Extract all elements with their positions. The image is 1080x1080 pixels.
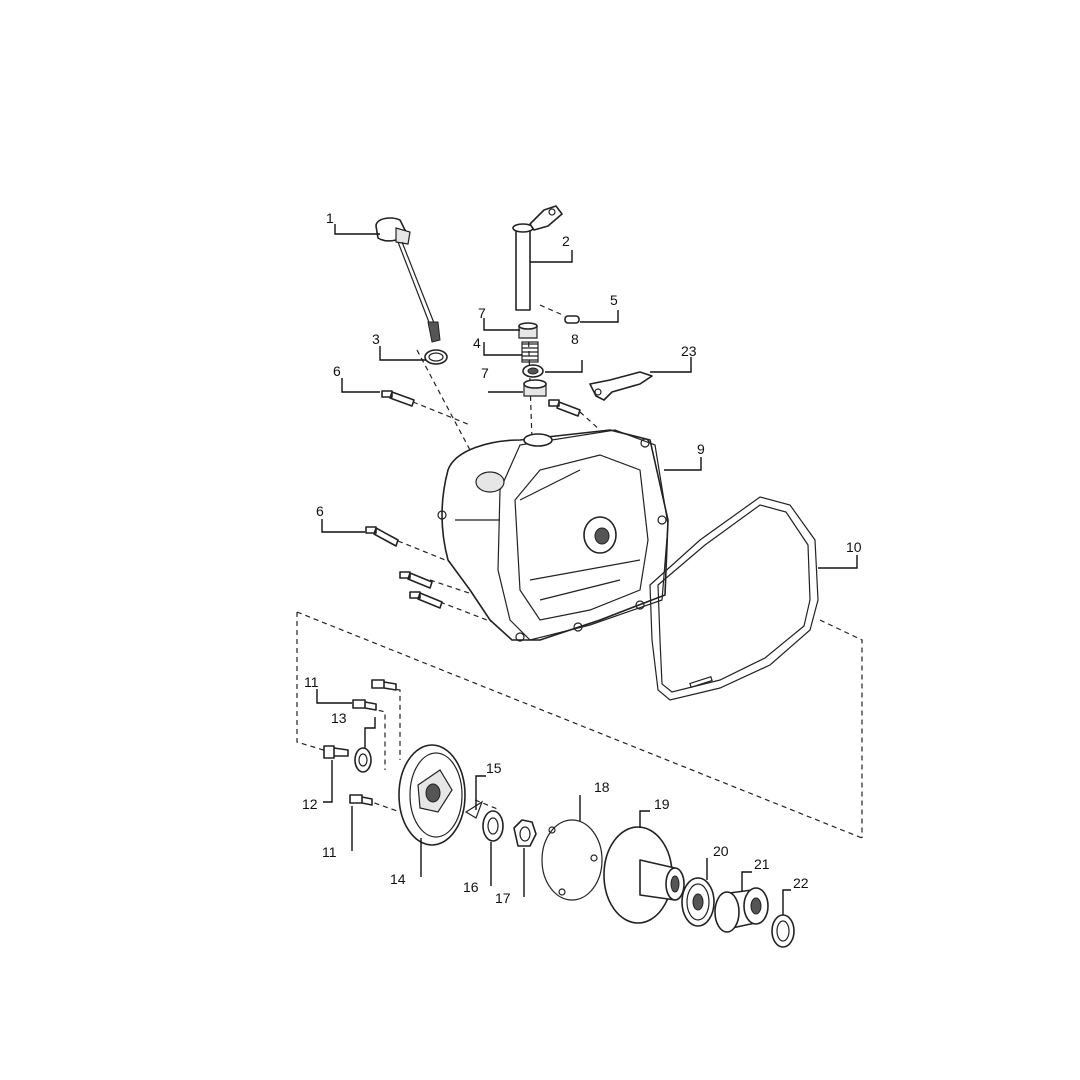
callout-17: 17 [495,890,511,906]
callout-5: 5 [610,292,618,308]
pin [564,315,580,324]
callout-22: 22 [793,875,809,891]
callout-1: 1 [326,210,334,226]
nut-17 [513,819,537,847]
dipstick-cap [375,217,441,343]
clip [464,800,484,819]
washer-16 [482,810,504,842]
flange-housing [603,826,685,924]
callout-23: 23 [681,343,697,359]
callout-13: 13 [331,710,347,726]
washer-13 [354,747,372,773]
gasket-ring [541,819,603,901]
callout-8: 8 [571,331,579,347]
callout-6: 6 [333,363,341,379]
callout-20: 20 [713,843,729,859]
callout-18: 18 [594,779,610,795]
callout-4: 4 [473,335,481,351]
callout-16: 16 [463,879,479,895]
callout-19: 19 [654,796,670,812]
leader-lines [316,224,858,915]
pump-plate [398,744,466,846]
callout-11: 11 [304,674,319,690]
return-spring [521,341,539,363]
oil-seal [522,364,544,378]
callout-7: 7 [478,305,486,321]
callout-6: 6 [316,503,324,519]
crankcase-cover [437,429,669,642]
callout-10: 10 [846,539,862,555]
gear-21 [714,887,769,933]
callout-3: 3 [372,331,380,347]
callout-14: 14 [390,871,406,887]
gear-20 [681,877,715,927]
bushing-lower [523,379,547,397]
callout-labels: 1 2 3 4 5 6 6 7 7 8 9 10 11 11 12 13 14 … [302,210,862,906]
callout-2: 2 [562,233,570,249]
bolt-12 [323,745,349,759]
callout-21: 21 [754,856,770,872]
screw-lower [349,794,373,806]
callout-12: 12 [302,796,318,812]
callout-7: 7 [481,365,489,381]
kick-shaft [512,205,563,311]
lever-bracket [589,371,653,401]
bolts [365,390,581,609]
callout-9: 9 [697,441,705,457]
cover-gasket [649,496,819,701]
screw-upper [352,679,397,711]
callout-11: 11 [322,844,337,860]
bushing-upper [518,322,538,339]
thrust-washer [771,914,795,948]
callout-15: 15 [486,760,502,776]
o-ring [424,349,448,365]
